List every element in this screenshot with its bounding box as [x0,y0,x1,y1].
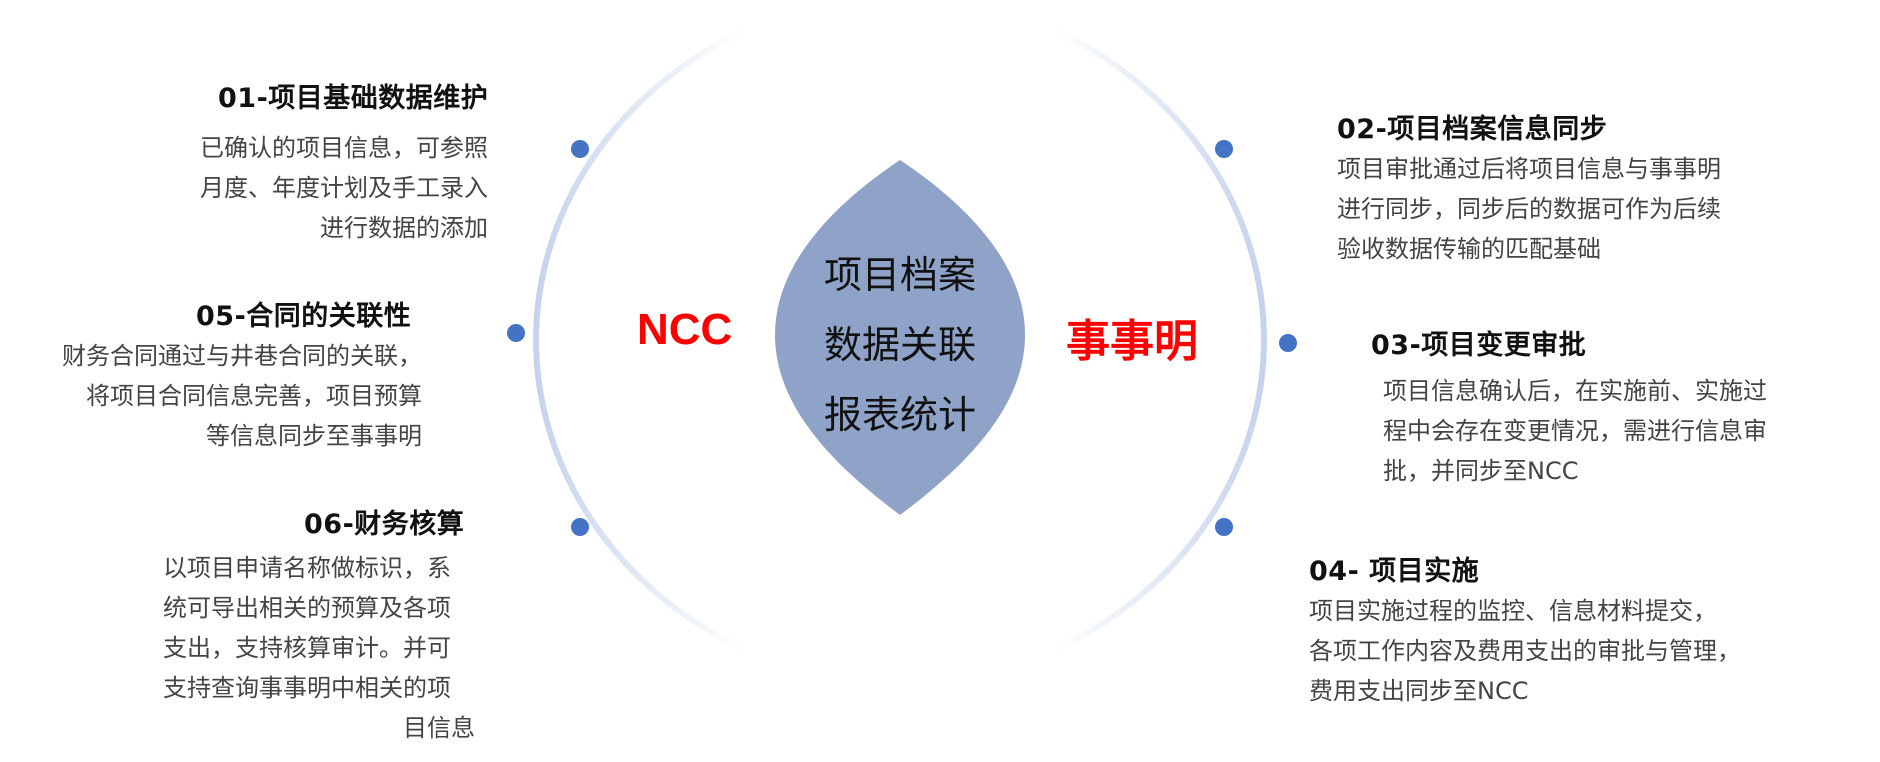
item-02-line: 项目审批通过后将项目信息与事事明 [1337,155,1721,183]
item-05-line: 将项目合同信息完善，项目预算 [86,382,422,410]
item-01-line: 已确认的项目信息，可参照 [200,134,488,162]
item-01-line: 进行数据的添加 [320,214,488,242]
item-06-title: 06-财务核算 [304,509,465,540]
item-04-line: 项目实施过程的监控、信息材料提交， [1309,597,1717,625]
item-06-body: 以项目申请名称做标识，系 统可导出相关的预算及各项 支出，支持核算审计。并可 支… [163,548,475,748]
item-06-line: 支持查询事事明中相关的项 [163,674,451,702]
ring-dot-05 [507,324,525,342]
item-03-body: 项目信息确认后，在实施前、实施过 程中会存在变更情况，需进行信息审 批，并同步至… [1383,371,1767,491]
item-02-title: 02-项目档案信息同步 [1337,114,1608,145]
item-02-body: 项目审批通过后将项目信息与事事明 进行同步，同步后的数据可作为后续 验收数据传输… [1337,149,1721,269]
item-06-line: 支出，支持核算审计。并可 [163,634,451,662]
item-04-line: 各项工作内容及费用支出的审批与管理， [1309,637,1741,665]
item-03-line: 项目信息确认后，在实施前、实施过 [1383,377,1767,405]
left-ring-arc [533,27,747,653]
right-ring-arc [1053,27,1267,653]
item-03-line: 批，并同步至NCC [1383,457,1579,485]
item-01-body: 已确认的项目信息，可参照 月度、年度计划及手工录入 进行数据的添加 [200,128,488,248]
item-05-body: 财务合同通过与井巷合同的关联， 将项目合同信息完善，项目预算 等信息同步至事事明 [62,336,422,456]
center-label: 项目档案 数据关联 报表统计 [770,240,1030,450]
item-05-line: 等信息同步至事事明 [206,422,422,450]
item-03-title: 03-项目变更审批 [1371,330,1587,361]
center-leaf-shape [775,160,1025,515]
center-line-1: 项目档案 [823,253,976,297]
item-03-line: 程中会存在变更情况，需进行信息审 [1383,417,1767,445]
item-01-title: 01-项目基础数据维护 [218,83,489,114]
ring-dot-03 [1279,334,1297,352]
item-06-line: 目信息 [403,714,475,742]
item-04-title: 04- 项目实施 [1309,556,1480,587]
item-05-title: 05-合同的关联性 [196,301,412,332]
item-06-line: 以项目申请名称做标识，系 [163,554,451,582]
ring-dot-01 [571,140,589,158]
item-04-line: 费用支出同步至NCC [1309,677,1529,705]
ring-dot-06 [571,518,589,536]
center-line-2: 数据关联 [823,323,976,367]
item-02-line: 进行同步，同步后的数据可作为后续 [1337,195,1721,223]
item-05-line: 财务合同通过与井巷合同的关联， [62,342,422,370]
item-02-line: 验收数据传输的匹配基础 [1337,235,1601,263]
ring-dot-02 [1215,140,1233,158]
center-line-3: 报表统计 [823,393,976,437]
item-06-line: 统可导出相关的预算及各项 [163,594,451,622]
ncc-label: NCC [637,305,733,354]
shishiming-label: 事事明 [1066,317,1198,366]
item-01-line: 月度、年度计划及手工录入 [200,174,488,202]
item-04-body: 项目实施过程的监控、信息材料提交， 各项工作内容及费用支出的审批与管理， 费用支… [1309,591,1741,711]
ring-dot-04 [1215,518,1233,536]
